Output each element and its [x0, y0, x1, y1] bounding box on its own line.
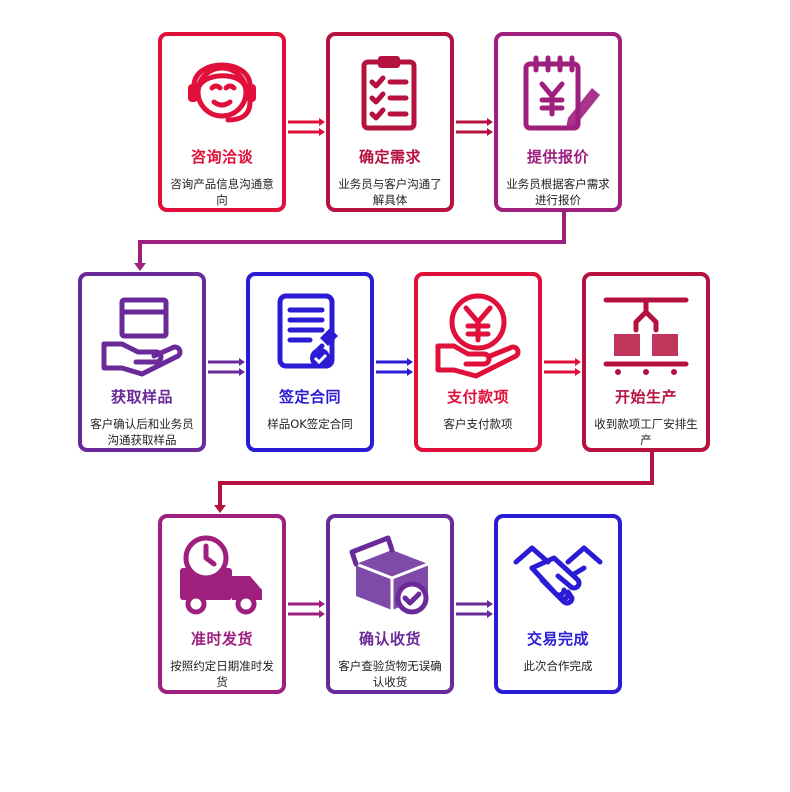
flow-arrowhead — [575, 358, 581, 366]
step-title: 准时发货 — [190, 630, 253, 648]
step-title: 支付款项 — [446, 388, 509, 406]
flow-arrowhead — [575, 368, 581, 376]
step-title: 获取样品 — [110, 388, 173, 406]
step-description: 收到款项工厂安排生产 — [594, 417, 698, 447]
flow-arrowhead — [407, 368, 413, 376]
flow-arrowhead — [319, 128, 325, 136]
step-title: 提供报价 — [526, 148, 589, 166]
row-connector — [218, 452, 654, 507]
step-title: 确认收货 — [358, 630, 421, 648]
flow-arrowhead — [487, 600, 493, 608]
yuan-coin-hand-icon — [418, 286, 538, 382]
step-title: 签定合同 — [278, 388, 341, 406]
handshake-icon — [498, 528, 618, 624]
step-title: 咨询洽谈 — [190, 148, 253, 166]
step-card: 确定需求业务员与客户沟通了解具体 — [326, 32, 454, 212]
step-title: 交易完成 — [526, 630, 589, 648]
box-check-icon — [330, 528, 450, 624]
step-description: 业务员根据客户需求进行报价 — [506, 177, 610, 207]
step-description: 此次合作完成 — [523, 659, 593, 673]
flow-arrowhead — [319, 600, 325, 608]
flow-arrowhead — [319, 118, 325, 126]
yuan-quote-pen-icon — [498, 46, 618, 142]
row-connector — [138, 212, 566, 265]
step-card: 交易完成此次合作完成 — [494, 514, 622, 694]
flow-arrowhead — [487, 118, 493, 126]
step-card: 确认收货客户查验货物无误确认收货 — [326, 514, 454, 694]
step-title: 开始生产 — [614, 388, 677, 406]
flow-arrowhead — [487, 128, 493, 136]
step-description: 客户确认后和业务员沟通获取样品 — [90, 417, 194, 447]
step-description: 按照约定日期准时发货 — [170, 659, 274, 689]
step-title: 确定需求 — [358, 148, 421, 166]
contract-stamp-icon — [250, 286, 370, 382]
delivery-truck-clock-icon — [162, 528, 282, 624]
flow-arrowhead — [407, 358, 413, 366]
flow-arrowhead — [319, 610, 325, 618]
row-connector-arrowhead — [214, 505, 226, 513]
step-card: 提供报价业务员根据客户需求进行报价 — [494, 32, 622, 212]
step-description: 样品OK签定合同 — [267, 417, 353, 431]
step-card: 签定合同样品OK签定合同 — [246, 272, 374, 452]
box-in-hand-icon — [82, 286, 202, 382]
step-description: 咨询产品信息沟通意向 — [170, 177, 274, 207]
flow-arrowhead — [487, 610, 493, 618]
step-card: 开始生产收到款项工厂安排生产 — [582, 272, 710, 452]
step-card: 准时发货按照约定日期准时发货 — [158, 514, 286, 694]
step-description: 客户查验货物无误确认收货 — [338, 659, 442, 689]
step-card: 咨询洽谈咨询产品信息沟通意向 — [158, 32, 286, 212]
step-card: 获取样品客户确认后和业务员沟通获取样品 — [78, 272, 206, 452]
checklist-clipboard-icon — [330, 46, 450, 142]
step-description: 业务员与客户沟通了解具体 — [338, 177, 442, 207]
step-description: 客户支付款项 — [443, 417, 513, 431]
flow-arrowhead — [239, 368, 245, 376]
row-connector-arrowhead — [134, 263, 146, 271]
factory-conveyor-icon — [586, 286, 706, 382]
flow-arrowhead — [239, 358, 245, 366]
step-card: 支付款项客户支付款项 — [414, 272, 542, 452]
headset-agent-icon — [162, 46, 282, 142]
